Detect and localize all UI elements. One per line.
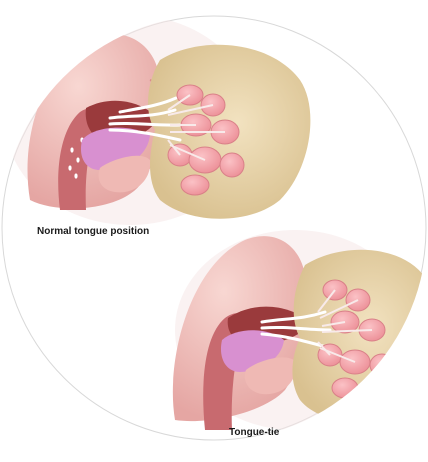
panel-tongue-tie xyxy=(173,230,428,430)
caption-tongue-tie: Tongue-tie xyxy=(229,427,279,438)
caption-normal-tongue-position: Normal tongue position xyxy=(37,226,149,237)
